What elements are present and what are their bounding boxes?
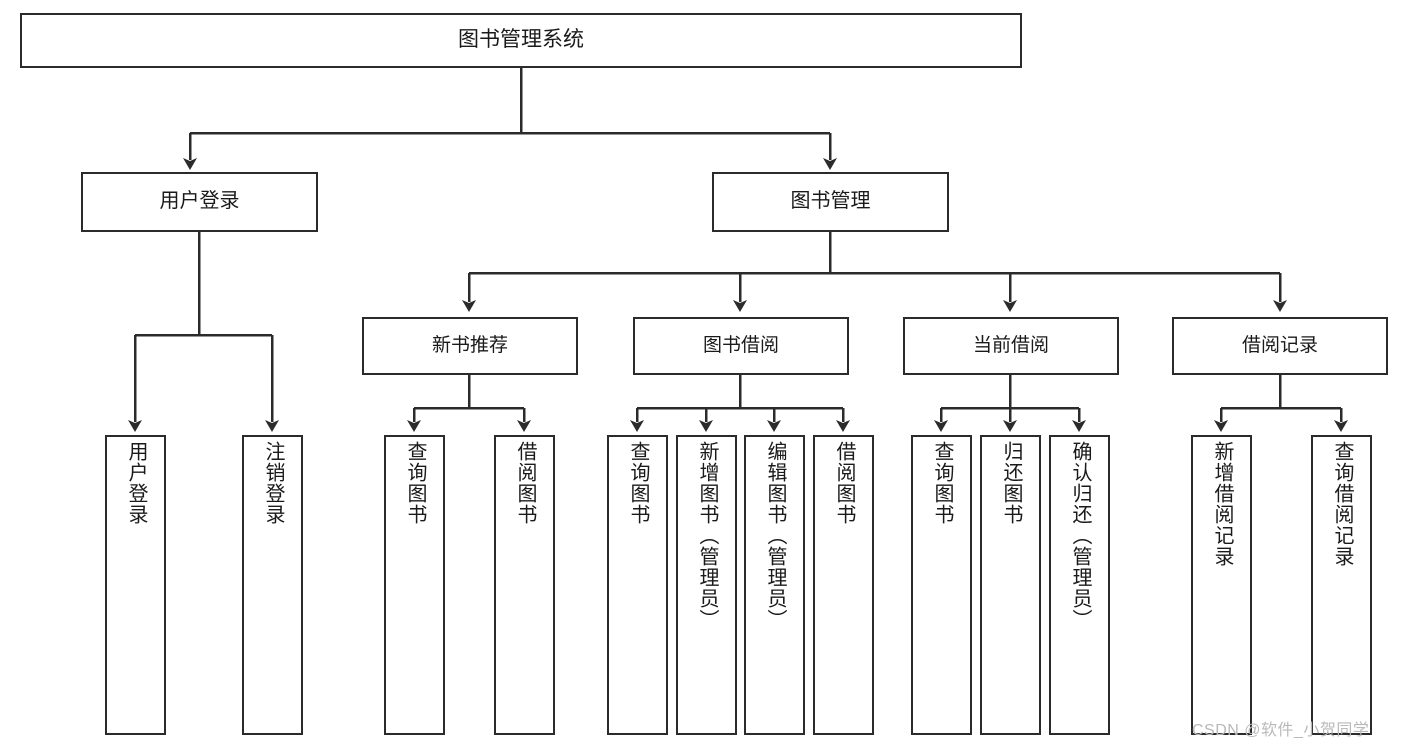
node-label: 注销登录 bbox=[262, 441, 284, 525]
node-book-management[interactable]: 图书管理 bbox=[712, 172, 949, 232]
node-user-login[interactable]: 用户登录 bbox=[81, 172, 318, 232]
node-label: 图书借阅 bbox=[702, 334, 779, 356]
node-root-system[interactable]: 图书管理系统 bbox=[20, 13, 1022, 68]
node-label: 图书管理系统 bbox=[458, 28, 584, 52]
node-label: 查询图书 bbox=[931, 441, 953, 525]
node-label: 用户登录 bbox=[125, 441, 147, 525]
leaf-borrow-query-book[interactable]: 查询图书 bbox=[607, 435, 668, 735]
leaf-record-query-record[interactable]: 查询借阅记录 bbox=[1311, 435, 1372, 735]
leaf-user-login-logout[interactable]: 注销登录 bbox=[242, 435, 303, 735]
node-label: 借阅记录 bbox=[1241, 334, 1318, 356]
node-label: 查询图书 bbox=[627, 441, 649, 525]
watermark-text: CSDN @软件_小贺同学 bbox=[1192, 722, 1370, 739]
node-label: 借阅图书 bbox=[833, 441, 855, 525]
node-borrow-record[interactable]: 借阅记录 bbox=[1172, 317, 1388, 375]
leaf-record-add-record[interactable]: 新增借阅记录 bbox=[1191, 435, 1252, 735]
node-label: 查询借阅记录 bbox=[1331, 441, 1353, 567]
leaf-borrow-edit-book-admin[interactable]: 编辑图书（管理员） bbox=[744, 435, 805, 735]
node-label: 归还图书 bbox=[1000, 441, 1022, 525]
leaf-user-login-login[interactable]: 用户登录 bbox=[105, 435, 166, 735]
node-label: 用户登录 bbox=[159, 190, 240, 213]
leaf-current-return-book[interactable]: 归还图书 bbox=[980, 435, 1041, 735]
node-label: 新书推荐 bbox=[431, 334, 508, 356]
node-current-borrow[interactable]: 当前借阅 bbox=[903, 317, 1119, 375]
leaf-borrow-borrow-book[interactable]: 借阅图书 bbox=[813, 435, 874, 735]
node-label: 查询图书 bbox=[404, 441, 426, 525]
leaf-recommend-query-book[interactable]: 查询图书 bbox=[384, 435, 445, 735]
node-label: 新增图书（管理员） bbox=[696, 441, 718, 630]
node-label: 图书管理 bbox=[790, 190, 871, 213]
node-label: 当前借阅 bbox=[972, 334, 1049, 356]
node-label: 确认归还（管理员） bbox=[1069, 441, 1091, 630]
node-new-book-recommend[interactable]: 新书推荐 bbox=[362, 317, 578, 375]
leaf-current-query-book[interactable]: 查询图书 bbox=[911, 435, 972, 735]
node-label: 新增借阅记录 bbox=[1211, 441, 1233, 567]
leaf-borrow-add-book-admin[interactable]: 新增图书（管理员） bbox=[676, 435, 737, 735]
leaf-recommend-borrow-book[interactable]: 借阅图书 bbox=[494, 435, 555, 735]
node-book-borrow[interactable]: 图书借阅 bbox=[633, 317, 849, 375]
leaf-current-confirm-return-admin[interactable]: 确认归还（管理员） bbox=[1049, 435, 1110, 735]
node-label: 编辑图书（管理员） bbox=[764, 441, 786, 630]
node-label: 借阅图书 bbox=[514, 441, 536, 525]
